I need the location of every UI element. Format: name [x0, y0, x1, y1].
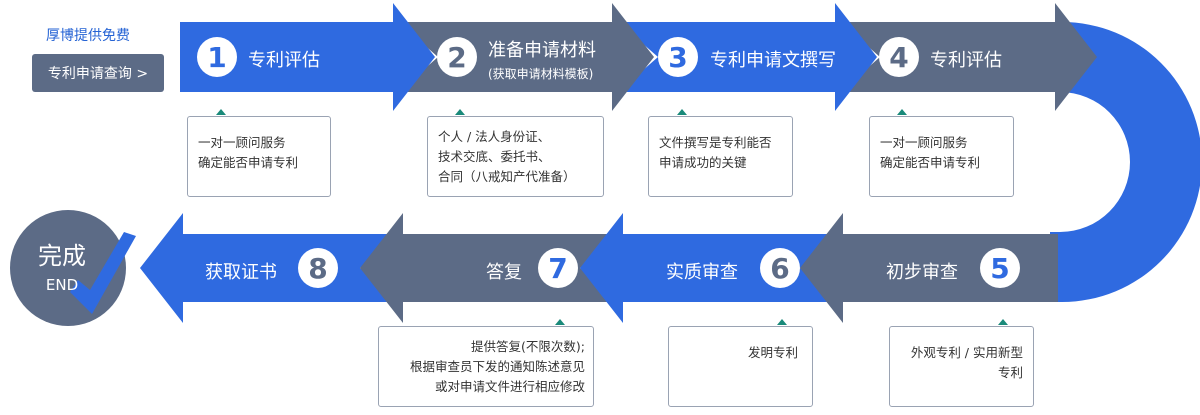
step-3-number-circle [658, 37, 698, 77]
step-1-label: 专利评估 [248, 50, 320, 71]
step-6-number-circle [760, 248, 800, 288]
step-2-number-circle [437, 37, 477, 77]
step-8-label: 获取证书 [205, 262, 277, 283]
step-6-label: 实质审查 [666, 262, 738, 283]
note-line: 确定能否申请专利 [880, 155, 981, 170]
step-3-label: 专利申请文撰写 [710, 50, 836, 71]
step-4-number: 4 [889, 41, 908, 74]
done-title: 完成 [38, 242, 86, 270]
step-4-label: 专利评估 [930, 50, 1002, 71]
note-step-4: 一对一顾问服务 确定能否申请专利 [869, 116, 1014, 197]
step-2-number: 2 [447, 41, 466, 74]
step-7-number: 7 [548, 252, 567, 285]
step-4-number-circle [879, 37, 919, 77]
note-step-6: 发明专利 [668, 326, 813, 407]
note-step-5: 外观专利 / 实用新型 专利 [889, 326, 1034, 407]
patent-query-button[interactable]: 专利申请查询 > [32, 54, 164, 92]
step-8-number: 8 [308, 252, 327, 285]
note-line: 发明专利 [747, 345, 798, 360]
note-marker-icon [455, 109, 465, 115]
note-marker-icon [677, 109, 687, 115]
step-5-number-circle [980, 248, 1020, 288]
note-step-7: 提供答复(不限次数); 根据审查员下发的通知陈述意见 或对申请文件进行相应修改 [378, 326, 594, 407]
note-marker-icon [216, 109, 226, 115]
arrow-step-2 [398, 3, 654, 111]
note-line: 或对申请文件进行相应修改 [434, 379, 585, 394]
step-2-sublabel: (获取申请材料模板) [488, 67, 594, 81]
step-8-number-circle [298, 248, 338, 288]
done-sub: END [45, 276, 79, 294]
note-line: 申请成功的关键 [659, 155, 747, 170]
note-line: 技术交底、委托书、 [438, 149, 551, 164]
note-step-1: 一对一顾问服务 确定能否申请专利 [187, 116, 331, 197]
note-line: 个人 / 法人身份证、 [438, 129, 551, 144]
note-line: 一对一顾问服务 [880, 135, 968, 150]
note-marker-icon [777, 319, 787, 325]
note-line: 一对一顾问服务 [198, 135, 286, 150]
step-1-number: 1 [207, 41, 226, 74]
note-marker-icon [555, 319, 565, 325]
note-line: 外观专利 / 实用新型 [910, 345, 1023, 360]
note-step-3: 文件撰写是专利能否 申请成功的关键 [648, 116, 793, 197]
step-3-number: 3 [668, 41, 687, 74]
note-marker-icon [897, 109, 907, 115]
step-5-number: 5 [990, 252, 1009, 285]
arrow-step-5 [800, 213, 1058, 323]
step-7-number-circle [538, 248, 578, 288]
note-line: 专利 [997, 365, 1023, 380]
note-step-2: 个人 / 法人身份证、 技术交底、委托书、 合同（八戒知产代准备） [427, 116, 604, 197]
arrow-step-6 [580, 213, 840, 323]
note-line: 根据审查员下发的通知陈述意见 [409, 359, 585, 374]
step-1-number-circle [197, 37, 237, 77]
arrow-step-8 [140, 213, 400, 323]
arrow-step-7 [360, 213, 620, 323]
checkmark-icon [70, 232, 136, 314]
step-5-label: 初步审查 [886, 262, 958, 283]
note-line: 文件撰写是专利能否 [659, 135, 772, 150]
step-2-label: 准备申请材料 [488, 40, 596, 61]
note-line: 提供答复(不限次数); [471, 339, 585, 354]
step-7-label: 答复 [486, 262, 522, 283]
arrow-step-1 [180, 3, 435, 111]
u-turn-connector [1050, 22, 1200, 302]
note-line: 合同（八戒知产代准备） [438, 169, 576, 184]
note-line: 确定能否申请专利 [198, 155, 299, 170]
note-marker-icon [998, 319, 1008, 325]
brand-text: 厚博提供免费 [46, 28, 130, 44]
step-6-number: 6 [770, 252, 789, 285]
arrow-step-3 [618, 3, 877, 111]
arrow-step-4 [840, 3, 1097, 111]
